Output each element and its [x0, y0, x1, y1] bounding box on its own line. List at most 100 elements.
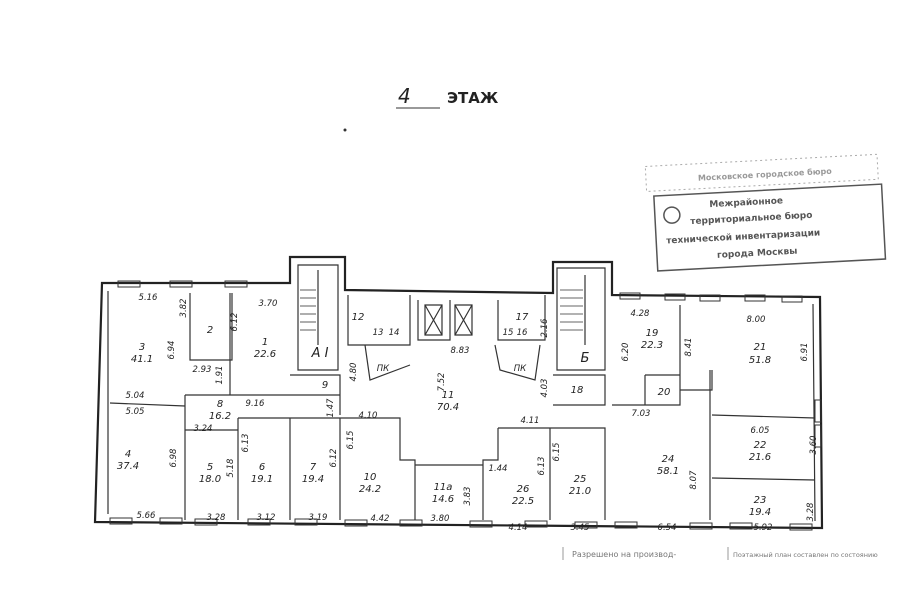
dimension-label: 4.11 — [521, 416, 540, 426]
dimension-label: 6.94 — [167, 341, 177, 360]
dimension-label: 51.8 — [749, 355, 771, 366]
dimension-label: 6.15 — [552, 443, 562, 462]
footer-right-note: Поэтажный план составлен по состоянию — [733, 551, 878, 559]
dimension-label: 16.2 — [209, 411, 231, 422]
dimension-label: 3.70 — [259, 299, 278, 309]
dimension-label: 22 — [754, 440, 767, 451]
dimension-label: 58.1 — [657, 466, 679, 477]
room-pk-left: ПК — [377, 364, 390, 374]
bti-stamp: Московское городское бюро Межрайонное те… — [644, 153, 887, 272]
footer-left-note: Разрешено на производ- — [572, 550, 676, 559]
stair-b-label: Б — [581, 351, 590, 366]
dimension-label: 5.16 — [139, 293, 159, 303]
dimension-label: 6.15 — [346, 431, 356, 450]
room-13: 13 — [373, 328, 384, 338]
dimension-label: 1 — [262, 337, 268, 348]
stamp-line: технической инвентаризации — [666, 228, 820, 246]
dimension-label: 8.41 — [684, 338, 694, 357]
dimension-label: 5.05 — [126, 407, 145, 417]
stamp-line: территориальное бюро — [690, 210, 813, 227]
room-labels: 122.6 2 341.1 437.4 518.0 619.1 719.4 81… — [117, 312, 771, 518]
dimension-label: 19.4 — [749, 507, 771, 518]
dimension-label: 8.83 — [451, 346, 470, 356]
dimension-label: 22.6 — [254, 349, 276, 360]
dimension-label: 19.1 — [251, 474, 273, 485]
dimension-label: 5.04 — [126, 391, 145, 401]
room-15: 15 — [503, 328, 514, 338]
dimension-label: 24.2 — [359, 484, 381, 495]
dimension-label: 70.4 — [437, 402, 459, 413]
stamp-header: Московское городское бюро — [698, 166, 833, 183]
walls — [93, 255, 824, 531]
dimension-label: 6 — [259, 462, 265, 473]
dimension-label: 5 — [207, 462, 213, 473]
dimension-label: 24 — [662, 454, 675, 465]
dimension-label: 6.12 — [329, 449, 339, 468]
dimension-label: 37.4 — [117, 461, 139, 472]
dimension-label: 6.13 — [537, 457, 547, 476]
floor-title: 4 ЭТАЖ — [396, 84, 499, 109]
dimension-label: 5.92 — [754, 523, 773, 533]
dimension-label: 1.47 — [326, 398, 336, 418]
dimension-label: 2.16 — [540, 318, 550, 338]
dimension-label: 3.12 — [257, 513, 276, 523]
dimension-label: 4.03 — [540, 379, 550, 398]
dimension-label: 9 — [322, 380, 328, 391]
dimension-label: 3.83 — [463, 487, 473, 506]
dimension-label: 9.16 — [246, 399, 266, 409]
dimension-label: 25 — [574, 474, 587, 485]
dimension-label: 3.19 — [309, 513, 328, 523]
room-2: 2 — [207, 325, 213, 336]
dimension-label: 23 — [754, 495, 767, 506]
dimension-label: 4.42 — [371, 514, 390, 524]
dimension-label: 2 — [207, 325, 213, 336]
dimension-label: 18.0 — [199, 474, 221, 485]
stair-a-label: А I — [311, 346, 329, 361]
dimension-label: 4 — [125, 449, 131, 460]
dimension-label: 5.66 — [137, 511, 157, 521]
dimension-label: 21 — [754, 342, 767, 353]
room-pk-right: ПК — [514, 364, 527, 374]
dimension-label: 21.0 — [569, 486, 591, 497]
dimension-label: 18 — [571, 385, 584, 396]
room-21: 21 51.8 — [749, 342, 771, 366]
dimension-label: 6.20 — [621, 343, 631, 362]
footer-notes: Разрешено на производ- Поэтажный план со… — [562, 547, 878, 560]
room-1: 122.6 — [254, 337, 276, 360]
dimension-label: 3.28 — [207, 513, 227, 523]
room-3: 341.1 — [131, 342, 153, 365]
dimension-label: 22.5 — [512, 496, 534, 507]
dimension-label: 20 — [658, 387, 671, 398]
room-16: 16 — [517, 328, 528, 338]
dimension-label: 6.91 — [800, 343, 810, 362]
room-12: 12 — [352, 312, 365, 323]
room-7: 719.4 — [302, 462, 324, 485]
dimension-label: 7.52 — [437, 373, 447, 392]
room-5: 518.0 — [199, 462, 221, 485]
room-18: 18 — [571, 385, 584, 396]
dimension-label: 41.1 — [131, 354, 153, 365]
dimension-label: 6.98 — [169, 448, 179, 468]
dimension-label: 4.10 — [359, 411, 378, 421]
dimension-label: 8.00 — [747, 315, 766, 325]
dimension-label: 3.45 — [571, 523, 590, 533]
dimension-label: 19.4 — [302, 474, 324, 485]
dimension-label: 10 — [364, 472, 377, 483]
dimension-label: 4.80 — [349, 363, 359, 382]
dimension-label: 3.80 — [431, 514, 450, 524]
dimension-label: 6.13 — [241, 434, 251, 453]
dimension-label: 26 — [517, 484, 530, 495]
dimension-label: 3.82 — [179, 299, 189, 318]
floor-number: 4 — [398, 84, 411, 108]
dimension-label: 14.6 — [432, 494, 454, 505]
dimension-label: 22.3 — [641, 340, 663, 351]
dimension-label: 19 — [646, 328, 659, 339]
